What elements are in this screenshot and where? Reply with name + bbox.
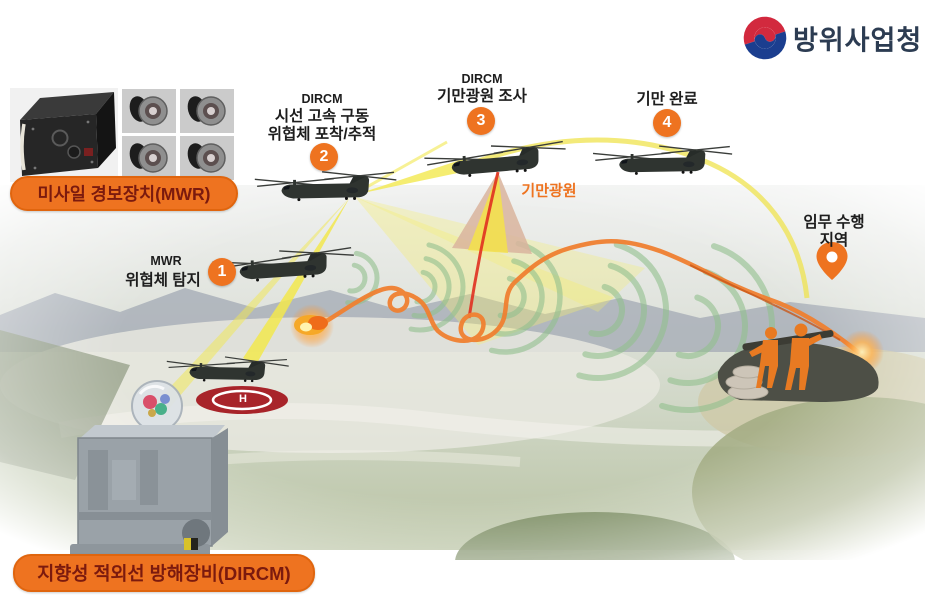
chinook-helicopter-step4 bbox=[592, 145, 733, 176]
sandbag-stack bbox=[725, 365, 769, 400]
step-3-label-line1: DIRCM bbox=[461, 71, 503, 86]
mission-area-label-line2: 지역 bbox=[819, 232, 849, 250]
gov-emblem-icon bbox=[743, 16, 787, 60]
step-3-badge: 3 bbox=[467, 107, 495, 135]
mwr-sensor-unit bbox=[180, 89, 234, 133]
step-1-badge: 1 bbox=[208, 258, 236, 286]
missile-trail bbox=[315, 239, 861, 355]
decoy-light-label: 기만광원 bbox=[521, 182, 577, 200]
mwr-processor-image bbox=[10, 88, 118, 182]
step-2-label-line2: 시선 고속 구동 bbox=[274, 108, 370, 126]
helipad bbox=[196, 386, 288, 414]
enemy-launch-site bbox=[717, 323, 884, 402]
dircm-tracking-beams bbox=[156, 140, 645, 411]
mwr-sensor-unit bbox=[122, 136, 176, 180]
step-3-label-line2: 기만광원 조사 bbox=[437, 88, 527, 106]
mwr-sensor-grid bbox=[122, 89, 234, 180]
step-2-label-line3: 위협체 포착/추적 bbox=[267, 126, 377, 144]
explosion-flare bbox=[290, 304, 334, 348]
decoy-light-cone bbox=[452, 171, 532, 319]
mwr-sensor-unit bbox=[122, 89, 176, 133]
step-2-label-line1: DIRCM bbox=[301, 91, 343, 106]
step-4-label-line1: 기만 완료 bbox=[636, 91, 698, 109]
mission-area-label-line1: 임무 수행 bbox=[803, 214, 865, 232]
step-2-badge: 2 bbox=[310, 143, 338, 171]
step-4-badge: 4 bbox=[653, 109, 681, 137]
dircm-equipment-label: 지향성 적외선 방해장비(DIRCM) bbox=[13, 554, 315, 592]
dircm-turret-image bbox=[70, 380, 228, 560]
manpads-soldiers-icon bbox=[749, 323, 822, 390]
helipad-letter: H bbox=[239, 393, 247, 405]
agency-logo-title: 방위사업청 bbox=[793, 25, 923, 56]
missile-trail-highlight bbox=[689, 264, 841, 341]
step-1-label-line2: 위협체 탐지 bbox=[125, 272, 201, 290]
step-1-label-line1: MWR bbox=[150, 253, 182, 268]
map-pin-icon bbox=[816, 242, 848, 280]
mwr-equipment-label: 미사일 경보장치(MWR) bbox=[10, 176, 238, 211]
mwr-sensor-unit bbox=[180, 136, 234, 180]
